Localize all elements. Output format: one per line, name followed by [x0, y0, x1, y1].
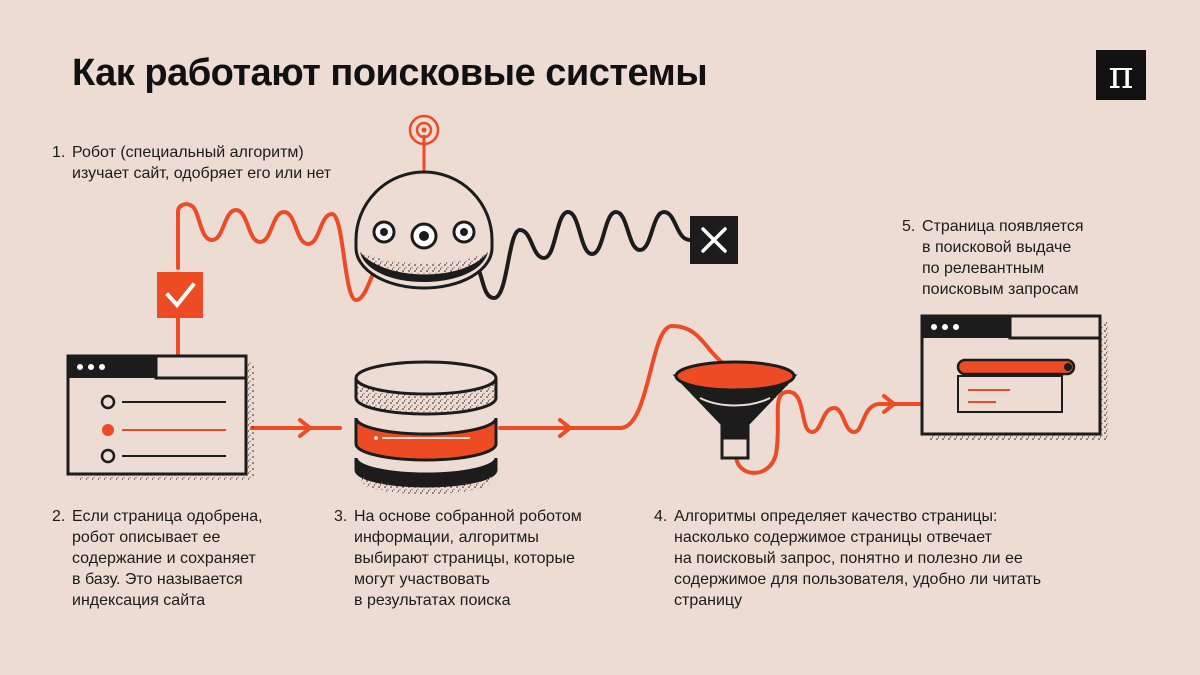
step-number: 4.: [654, 508, 668, 525]
step-2: 2. Если страница одобрена, робот описыва…: [52, 506, 292, 611]
step-text: Робот (специальный алгоритм) изучает сай…: [72, 144, 332, 182]
step-text: Страница появляется в поисковой выдаче п…: [922, 218, 1084, 298]
step-1: 1. Робот (специальный алгоритм) изучает …: [52, 142, 352, 184]
checkmark-icon: [157, 272, 203, 318]
reject-wire: [468, 209, 692, 301]
robot-icon: [354, 114, 494, 290]
step-text: На основе собранной роботом информации, …: [354, 508, 582, 609]
logo-icon: π: [1096, 50, 1146, 100]
step-4: 4. Алгоритмы определяет качество страниц…: [654, 506, 1074, 611]
database-icon: [354, 360, 498, 494]
step-number: 2.: [52, 508, 66, 525]
step-text: Алгоритмы определяет качество страницы: …: [674, 508, 1042, 609]
cross-icon: [690, 216, 738, 264]
arrow-db-to-funnel: [498, 323, 726, 430]
page-title: Как работают поисковые системы: [72, 52, 708, 94]
step-3: 3. На основе собранной роботом информаци…: [334, 506, 624, 611]
step-number: 3.: [334, 508, 348, 525]
step-5: 5. Страница появляется в поисковой выдач…: [902, 216, 1162, 300]
step-number: 1.: [52, 144, 66, 161]
step-text: Если страница одобрена, робот описывает …: [72, 508, 263, 609]
approve-wire: [176, 202, 386, 360]
arrow-funnel-to-results: [734, 389, 926, 475]
funnel-icon: [672, 360, 798, 460]
search-results-window-icon: [920, 314, 1108, 440]
connector-lines: [176, 202, 926, 475]
browser-window-icon: [66, 354, 254, 480]
step-number: 5.: [902, 218, 916, 235]
